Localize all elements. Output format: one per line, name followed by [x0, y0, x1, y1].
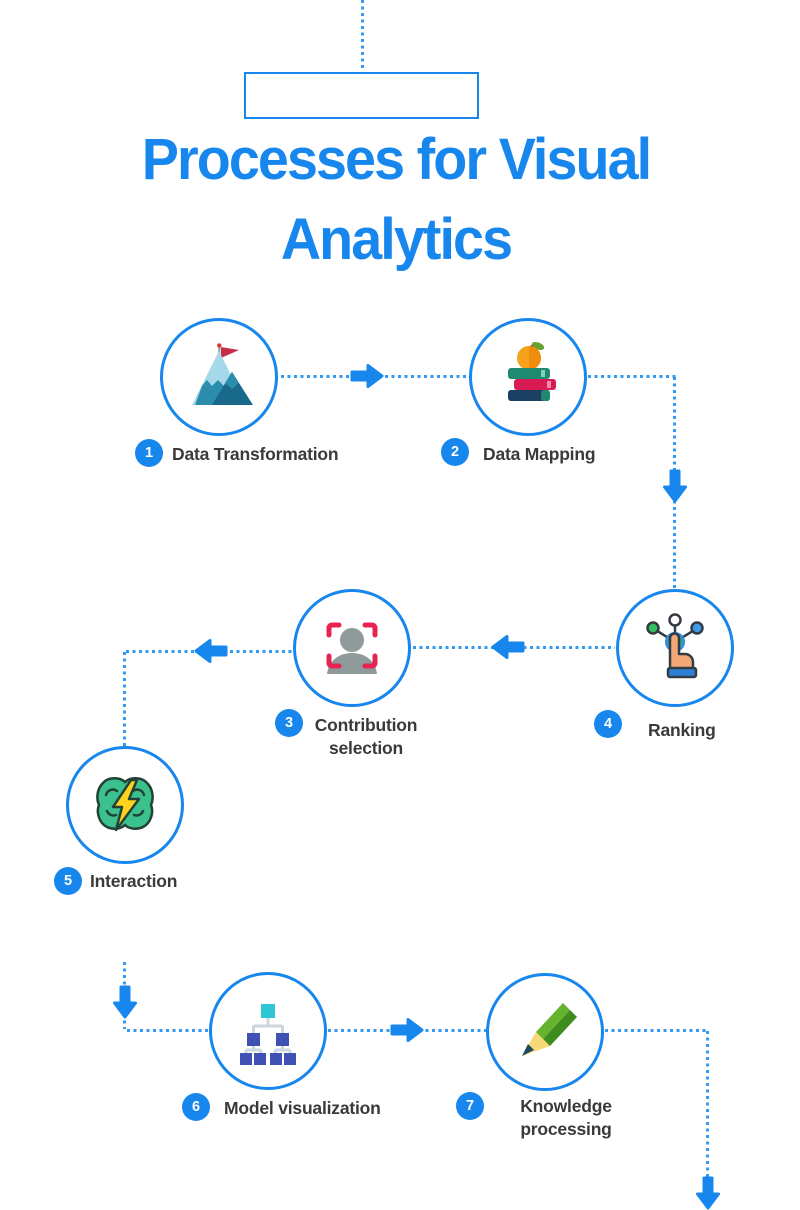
step-circle-1 — [160, 318, 278, 436]
step-number-badge: 6 — [182, 1093, 210, 1121]
step-number-badge: 3 — [275, 709, 303, 737]
step-label-contribution-selection: Contribution selection — [314, 715, 418, 758]
step-number-badge: 1 — [135, 439, 163, 467]
page-title-line1: Processes for Visual — [141, 127, 652, 192]
step-circle-5 — [66, 746, 184, 864]
arrow-right-icon — [350, 364, 384, 388]
step-label-ranking: Ranking — [648, 720, 716, 740]
arrow-down-icon — [663, 469, 687, 503]
books-stack-icon — [508, 341, 556, 401]
step-label-knowledge-processing: Knowledge processing — [520, 1096, 612, 1139]
arrow-down-icon — [696, 1176, 720, 1210]
dotted-connector-7-corner — [605, 1029, 709, 1032]
ranking-touch-icon — [646, 613, 704, 679]
step-circle-3 — [293, 589, 411, 707]
dotted-connector-3-5 — [123, 652, 126, 746]
step-circle-2 — [469, 318, 587, 436]
pencil-icon — [522, 1003, 577, 1056]
step-number-badge: 5 — [54, 867, 82, 895]
arrow-left-icon — [491, 635, 525, 659]
arrow-down-icon — [113, 985, 137, 1019]
arrow-left-icon — [194, 639, 228, 663]
step-label-data-mapping: Data Mapping — [483, 444, 596, 464]
header-box — [244, 72, 479, 119]
step-circle-7 — [486, 973, 604, 1091]
step-number-badge: 4 — [594, 710, 622, 738]
page-title: Processes for Visual Analytics — [16, 120, 776, 280]
page-title-line2: Analytics — [280, 207, 513, 272]
step-label-model-visualization: Model visualization — [224, 1098, 381, 1118]
step-number-badge: 2 — [441, 438, 469, 466]
person-selection-icon — [326, 622, 378, 674]
arrow-right-icon — [390, 1018, 424, 1042]
step-circle-4 — [616, 589, 734, 707]
dotted-connector-5-6 — [127, 1029, 210, 1032]
step-number-badge: 7 — [456, 1092, 484, 1120]
brain-lightning-icon — [96, 777, 154, 832]
step-circle-6 — [209, 972, 327, 1090]
dotted-connector-2-corner — [588, 375, 677, 378]
step-label-data-transformation: Data Transformation — [172, 444, 339, 464]
mountain-flag-icon — [192, 343, 253, 405]
step-label-interaction: Interaction — [90, 871, 178, 891]
dotted-connector-7-exit — [706, 1031, 709, 1178]
dotted-connector-top — [361, 0, 364, 68]
tree-hierarchy-icon — [240, 1004, 296, 1065]
